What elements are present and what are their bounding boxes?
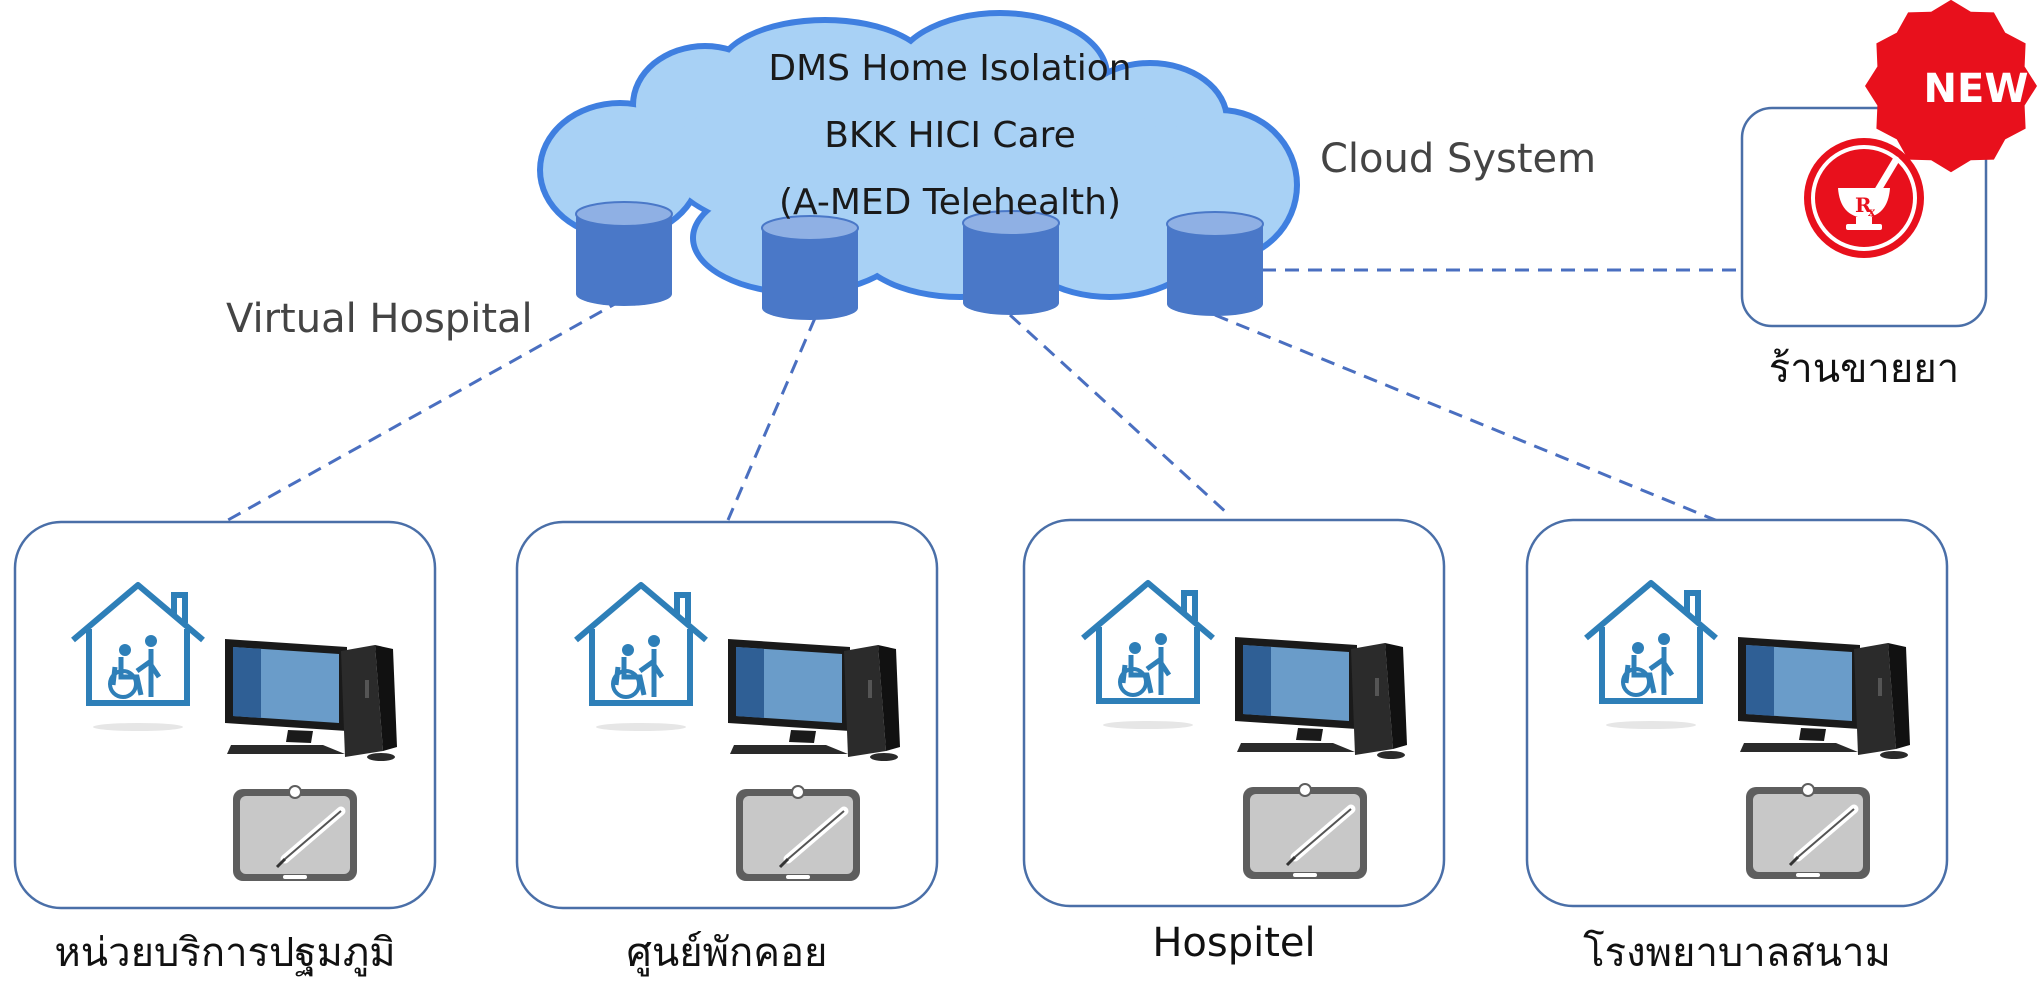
site-label-field-hospital: โรงพยาบาลสนาม — [1583, 930, 1891, 976]
pharmacy-label: ร้านขายยา — [1768, 346, 1960, 392]
svg-text:x: x — [1868, 205, 1876, 219]
database-icon — [761, 215, 859, 320]
cloud-caption: (A-MED Telehealth) — [778, 182, 1122, 223]
site-label-hospitel: Hospitel — [1152, 920, 1316, 966]
database-icon — [1166, 211, 1264, 316]
database-icon — [575, 201, 673, 306]
svg-text:R: R — [1855, 193, 1872, 217]
cloud-title: DMS Home Isolation — [768, 48, 1132, 89]
site-label-primary-care: หน่วยบริการปฐมภูมิ — [54, 930, 396, 976]
connector-db2-site2 — [726, 317, 817, 521]
cloud-subtitle: BKK HICI Care — [824, 115, 1076, 156]
new-badge-label: NEW — [1923, 66, 2029, 112]
database-icon — [962, 210, 1060, 315]
connector-db4-site4 — [1214, 313, 1721, 524]
virtual-hospital-label: Virtual Hospital — [226, 296, 533, 342]
connector-db3-site3 — [1008, 313, 1230, 516]
mortar-pestle-rx-icon: R x — [1804, 138, 1924, 258]
connector-db1-site1 — [227, 298, 623, 522]
new-badge — [1865, 0, 2037, 173]
cloud-system-label: Cloud System — [1320, 136, 1597, 182]
site-label-waiting-center: ศูนย์พักคอย — [626, 930, 828, 976]
